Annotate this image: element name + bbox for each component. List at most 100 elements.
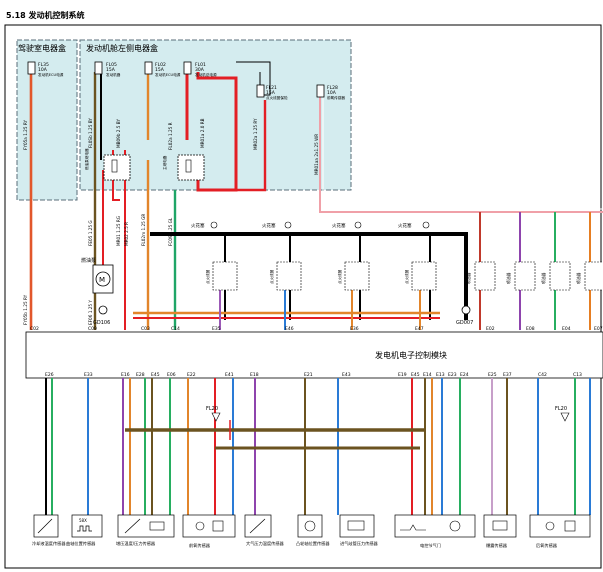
ground-gd106: GD106	[93, 305, 110, 326]
svg-text:E45: E45	[411, 372, 420, 378]
ecu-box	[25, 331, 603, 379]
svg-text:E21: E21	[304, 372, 313, 378]
svg-text:FL02: FL02	[155, 62, 166, 68]
fuse-FL01: FL01 30A 发动机总电源	[183, 61, 217, 77]
fl20-left: FL20	[206, 406, 221, 422]
svg-text:前氧传感器: 前氧传感器	[189, 542, 211, 549]
svg-text:E06: E06	[167, 372, 176, 378]
sensor-cmp: 凸轮轴位置传感器	[296, 514, 330, 547]
svg-text:E36: E36	[350, 326, 359, 332]
fuse-FL35: FL35 10A 发动机ECU电源	[27, 61, 64, 77]
svg-text:FL35: FL35	[38, 62, 49, 68]
sensor-ckp: 58X 曲轴位置传感器	[66, 514, 103, 547]
svg-text:FY05a 1.25 RY: FY05a 1.25 RY	[23, 120, 28, 150]
svg-text:E25: E25	[488, 372, 497, 378]
svg-text:凸轮轴位置传感器: 凸轮轴位置传感器	[296, 540, 330, 547]
svg-text:发动机ECU电源: 发动机ECU电源	[155, 72, 181, 77]
svg-text:MR01aa 2x1.25 WR: MR01aa 2x1.25 WR	[314, 134, 319, 175]
svg-text:点火线圈保险: 点火线圈保险	[266, 95, 288, 100]
svg-text:FL20: FL20	[555, 406, 567, 412]
svg-text:火花塞: 火花塞	[262, 222, 276, 229]
throttle-body: 电控节气门	[394, 514, 476, 549]
svg-text:火花塞: 火花塞	[398, 222, 412, 229]
svg-text:点火线圈: 点火线圈	[337, 269, 342, 284]
svg-text:15A: 15A	[106, 67, 116, 73]
svg-text:E04: E04	[562, 326, 571, 332]
svg-text:火花塞: 火花塞	[191, 222, 205, 229]
svg-text:发动机ECU电源: 发动机ECU电源	[38, 72, 64, 77]
svg-text:E14: E14	[423, 372, 432, 378]
svg-text:GD106: GD106	[93, 320, 110, 326]
sensor-knock: 爆震传感器	[483, 514, 517, 549]
svg-text:FL01: FL01	[195, 62, 206, 68]
svg-text:E33: E33	[84, 372, 93, 378]
svg-text:15A: 15A	[266, 90, 276, 96]
svg-text:MR02a 1.25 RY: MR02a 1.25 RY	[253, 118, 258, 150]
svg-text:GD007: GD007	[456, 320, 473, 326]
svg-text:大气压力温度传感器: 大气压力温度传感器	[246, 540, 285, 547]
svg-text:冷却液温度传感器: 冷却液温度传感器	[32, 540, 66, 547]
svg-text:MR01 1.25 RG: MR01 1.25 RG	[116, 216, 121, 246]
injectors: 喷油器 喷油器 喷油器 喷油器	[466, 261, 603, 291]
fuel-pump: M 燃油泵	[81, 257, 114, 294]
svg-text:E02: E02	[486, 326, 495, 332]
svg-text:FL28: FL28	[327, 85, 338, 91]
svg-text:发动机总电源: 发动机总电源	[195, 72, 217, 77]
svg-text:喷油器: 喷油器	[541, 272, 546, 284]
svg-text:E41: E41	[225, 372, 234, 378]
svg-text:FL05: FL05	[106, 62, 117, 68]
svg-text:E19: E19	[398, 372, 407, 378]
svg-text:E18: E18	[250, 372, 259, 378]
svg-text:发动机器: 发动机器	[106, 72, 121, 77]
top-pins: C02 C09 C03 C14 E35 E46 E36 E47 E02 E08 …	[30, 326, 603, 332]
svg-text:E45: E45	[151, 372, 160, 378]
svg-text:E13: E13	[436, 372, 445, 378]
svg-text:喷油器: 喷油器	[576, 272, 581, 284]
svg-text:E26: E26	[45, 372, 54, 378]
svg-text:MR02 2.5 R: MR02 2.5 R	[124, 222, 129, 246]
svg-text:FL20: FL20	[206, 406, 218, 412]
cab-fuse-box	[16, 39, 78, 201]
svg-text:EF06 1.25 Y: EF06 1.25 Y	[88, 300, 93, 325]
fuse-FL21: FL21 15A 点火线圈保险	[256, 84, 288, 100]
svg-text:FC09 1.25 GL: FC09 1.25 GL	[168, 217, 173, 246]
svg-text:E28: E28	[136, 372, 145, 378]
svg-text:燃油泵继电器: 燃油泵继电器	[84, 148, 89, 170]
svg-text:曲轴位置传感器: 曲轴位置传感器	[66, 540, 96, 547]
svg-text:点火线圈: 点火线圈	[205, 269, 210, 284]
svg-text:进气歧管压力传感器: 进气歧管压力传感器	[340, 540, 379, 547]
svg-text:E08: E08	[526, 326, 535, 332]
svg-text:15A: 15A	[155, 67, 165, 73]
svg-text:C02: C02	[30, 326, 39, 332]
svg-text:C09: C09	[88, 326, 97, 332]
svg-text:E23: E23	[448, 372, 457, 378]
svg-text:E47: E47	[415, 326, 424, 332]
svg-text:电控节气门: 电控节气门	[420, 542, 441, 549]
fl20-right: FL20	[555, 406, 570, 422]
svg-text:FL02m 1.25 GR: FL02m 1.25 GR	[141, 214, 146, 246]
cab-box-label: 驾驶室电器盒	[18, 43, 66, 53]
engine-box-label: 发动机舱左侧电器盒	[86, 43, 158, 53]
sensor-front-o2: 前氧传感器	[182, 514, 236, 549]
motor-icon: M	[99, 276, 105, 284]
svg-text:E24: E24	[460, 372, 469, 378]
svg-text:FY05b 1.25 RY: FY05b 1.25 RY	[23, 294, 28, 325]
sensor-map: 进气歧管压力传感器	[339, 514, 379, 547]
ignition-coils: 火花塞 点火线圈 火花塞 点火线圈 火花塞 点火线圈 火花塞 点火线圈	[191, 221, 437, 291]
svg-text:FL21: FL21	[266, 85, 277, 91]
svg-text:MR01a 2.0 RB: MR01a 2.0 RB	[200, 118, 205, 148]
svg-text:FE05 1.25 G: FE05 1.25 G	[88, 220, 93, 246]
svg-text:58X: 58X	[79, 518, 87, 523]
svg-text:E35: E35	[212, 326, 221, 332]
svg-text:喷油器: 喷油器	[506, 272, 511, 284]
sensor-rear-o2: 后氧传感器	[529, 514, 591, 549]
svg-text:爆震传感器: 爆震传感器	[486, 542, 508, 549]
fuse-FL05: FL05 15A 发动机器	[94, 61, 121, 77]
svg-text:E46: E46	[285, 326, 294, 332]
svg-text:喷油器: 喷油器	[466, 272, 471, 284]
svg-text:火花塞: 火花塞	[332, 222, 346, 229]
svg-text:E22: E22	[187, 372, 196, 378]
svg-text:10A: 10A	[38, 67, 48, 73]
svg-text:E37: E37	[503, 372, 512, 378]
